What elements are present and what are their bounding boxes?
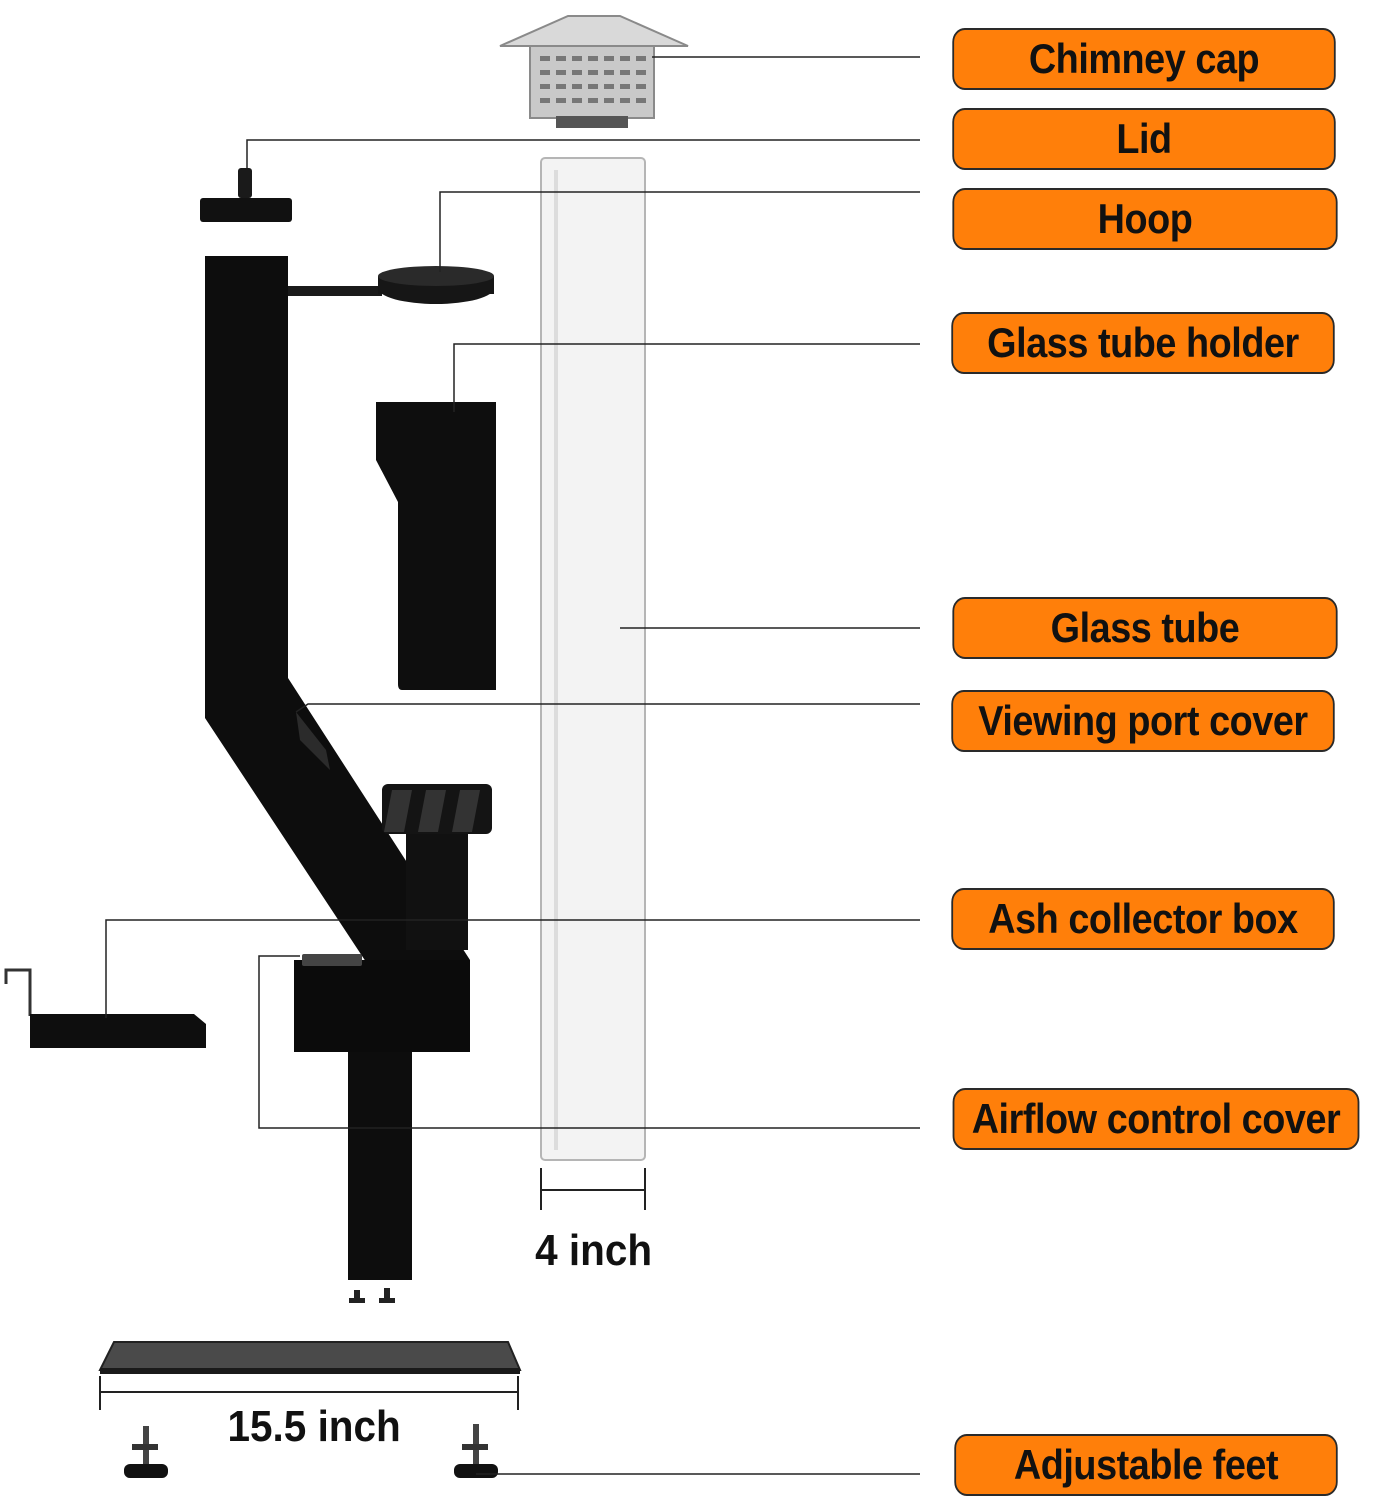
screws-part <box>349 1288 395 1303</box>
combustion-chamber <box>382 784 492 950</box>
dimension-lines <box>99 1168 646 1410</box>
dimension-tube-width: 4 inch <box>535 1226 653 1275</box>
label-airflow-control-cover: Airflow control cover <box>952 1088 1360 1150</box>
glass-tube-part <box>540 157 646 1161</box>
label-lid: Lid <box>952 108 1336 170</box>
glass-tube-holder-part <box>376 402 496 690</box>
label-glass-tube-holder: Glass tube holder <box>951 312 1335 374</box>
label-chimney-cap: Chimney cap <box>952 28 1336 90</box>
dimension-base-width: 15.5 inch <box>227 1402 401 1451</box>
label-viewing-port-cover: Viewing port cover <box>951 690 1335 752</box>
label-hoop: Hoop <box>952 188 1338 250</box>
label-adjustable-feet: Adjustable feet <box>954 1434 1338 1496</box>
stove-body <box>205 256 470 1280</box>
adjustable-feet-part <box>124 1424 498 1478</box>
leader-lines <box>105 56 920 1475</box>
chimney-cap-part <box>499 15 689 128</box>
label-ash-collector-box: Ash collector box <box>951 888 1335 950</box>
base-plate-part <box>98 1341 522 1374</box>
lid-part <box>200 168 292 222</box>
hoop-part <box>286 266 494 304</box>
label-glass-tube: Glass tube <box>952 597 1338 659</box>
ash-collector-box-part <box>4 968 206 1048</box>
